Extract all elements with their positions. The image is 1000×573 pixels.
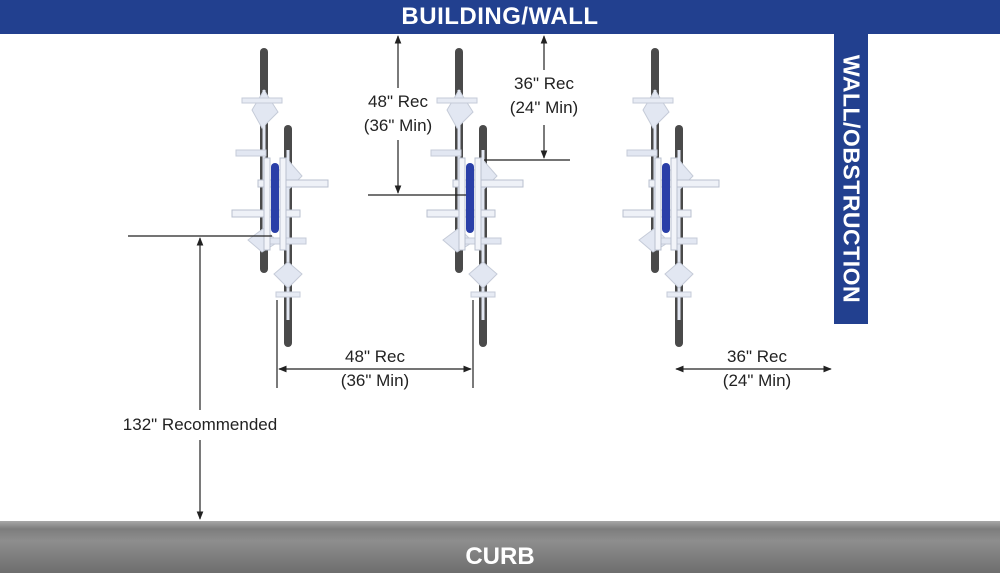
side-clearance-label: 36" Rec (24" Min) bbox=[712, 345, 802, 393]
wall-obstruction: WALL/OBSTRUCTION bbox=[834, 34, 868, 324]
curb-clearance-label: 132" Recommended bbox=[100, 413, 300, 437]
rack-spacing-rec: 48" Rec bbox=[345, 347, 405, 366]
wall-clearance-label: 48" Rec (36" Min) bbox=[355, 90, 441, 138]
curb: CURB bbox=[0, 521, 1000, 573]
wall-clearance2-min: (24" Min) bbox=[509, 98, 579, 117]
bike-rack-icon bbox=[230, 46, 330, 349]
wall-clearance2-rec: 36" Rec bbox=[514, 74, 574, 93]
building-wall-label: BUILDING/WALL bbox=[401, 3, 599, 30]
rack-spacing-label: 48" Rec (36" Min) bbox=[330, 345, 420, 393]
rack-spacing-min: (36" Min) bbox=[340, 371, 410, 390]
wall-clearance-rec: 48" Rec bbox=[368, 92, 428, 111]
wall-clearance-min: (36" Min) bbox=[363, 116, 433, 135]
bike-rack-icon bbox=[621, 46, 721, 349]
side-clearance-rec: 36" Rec bbox=[727, 347, 787, 366]
wall-clearance2-label: 36" Rec (24" Min) bbox=[501, 72, 587, 120]
building-wall: BUILDING/WALL bbox=[0, 0, 1000, 34]
side-clearance-min: (24" Min) bbox=[722, 371, 792, 390]
curb-label: CURB bbox=[465, 543, 535, 570]
